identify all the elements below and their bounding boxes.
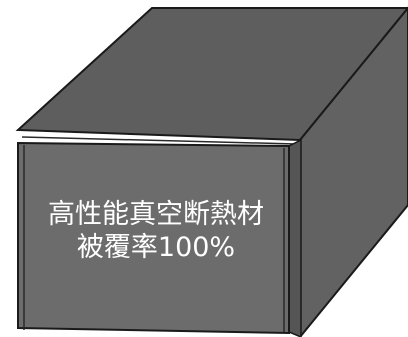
box-front-face <box>17 141 290 335</box>
label-line-2: 被覆率100% <box>76 232 236 263</box>
box-top-face <box>15 7 408 142</box>
box-side-bevel <box>288 138 302 337</box>
label-line-1: 高性能真空断熱材 <box>48 199 264 230</box>
box-front-label: 高性能真空断熱材 被覆率100% <box>22 198 290 264</box>
